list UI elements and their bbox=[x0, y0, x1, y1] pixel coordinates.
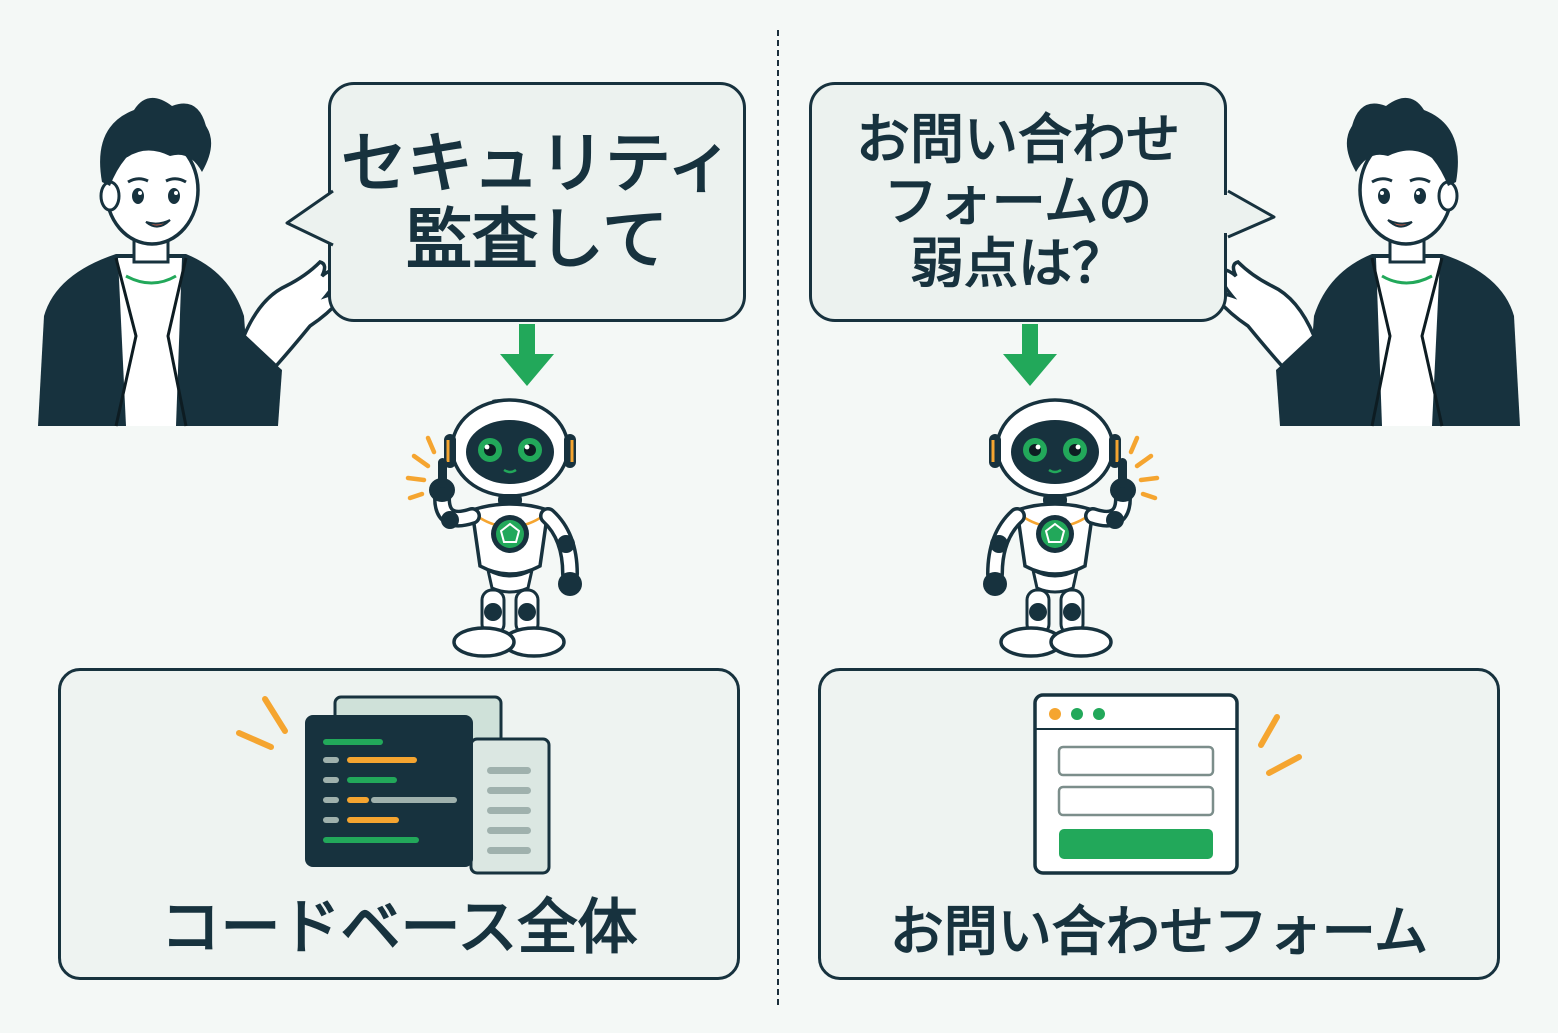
target-box-contact-form: お問い合わせフォーム bbox=[818, 668, 1500, 980]
request-text-line-1: お問い合わせ bbox=[856, 107, 1180, 171]
robot-icon bbox=[955, 386, 1165, 662]
right-scenario-panel: お問い合わせ フォームの 弱点は？ お問い合わせフォーム bbox=[779, 0, 1558, 1033]
speech-bubble-tail bbox=[285, 189, 338, 247]
arrow-down-icon bbox=[1003, 324, 1057, 386]
center-divider bbox=[777, 30, 779, 1005]
form-window-icon bbox=[1033, 693, 1302, 875]
arrow-down-icon bbox=[500, 324, 554, 386]
robot-icon bbox=[400, 386, 610, 662]
code-window-icon bbox=[236, 695, 551, 875]
target-box-codebase: コードベース全体 bbox=[58, 668, 740, 980]
request-text-line-1: セキュリティ bbox=[340, 125, 734, 203]
person-icon bbox=[1216, 96, 1522, 428]
request-speech-bubble: セキュリティ 監査して bbox=[285, 82, 746, 322]
left-scenario-panel: セキュリティ 監査して bbox=[36, 82, 746, 980]
target-label: コードベース全体 bbox=[160, 893, 638, 963]
request-text-line-3: 弱点は？ bbox=[910, 232, 1126, 296]
request-speech-bubble: お問い合わせ フォームの 弱点は？ bbox=[809, 82, 1276, 322]
request-text-line-2: フォームの bbox=[883, 169, 1153, 233]
request-text-line-2: 監査して bbox=[405, 201, 669, 278]
person-icon bbox=[36, 96, 342, 428]
target-label: お問い合わせフォーム bbox=[889, 900, 1429, 963]
speech-bubble-tail bbox=[1223, 189, 1276, 239]
